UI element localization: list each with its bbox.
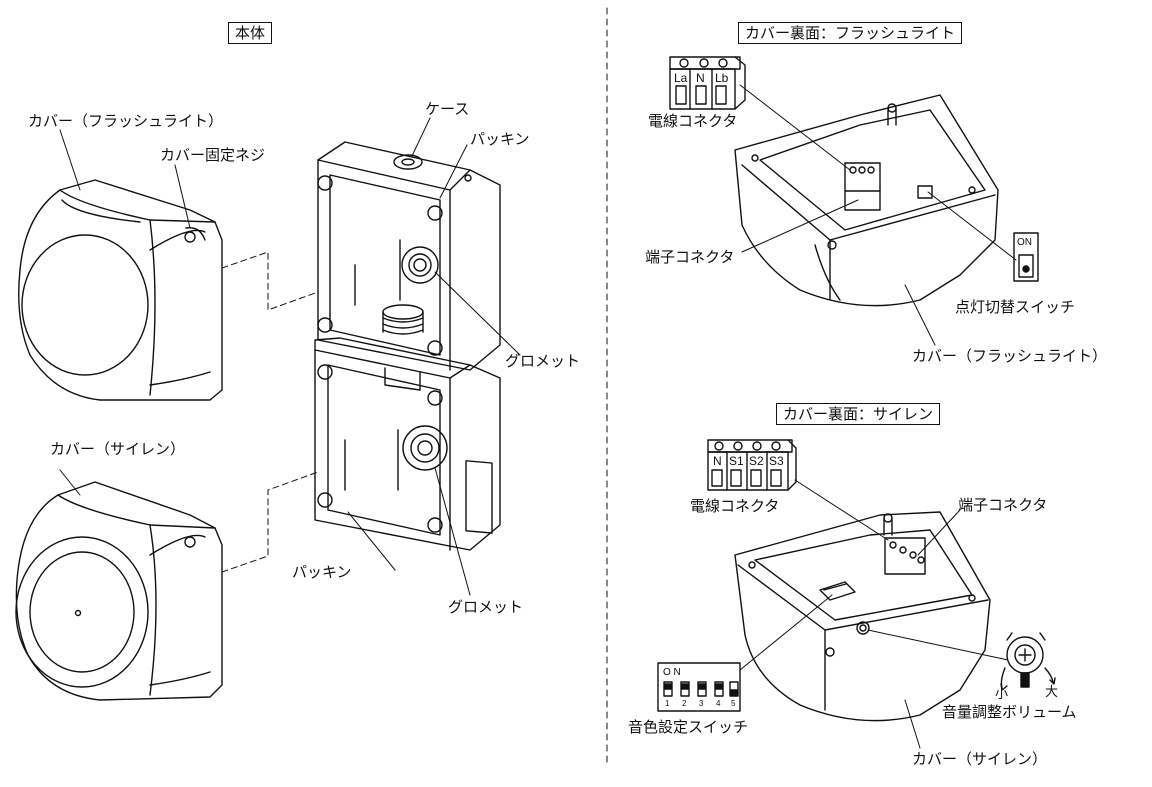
case-top-drawing	[317, 141, 501, 371]
label-volume-large: 大	[1045, 685, 1059, 700]
siren-terminal-s3: S3	[769, 454, 784, 468]
label-volume-small: 小	[995, 687, 1009, 702]
label-grommet-top: グロメット	[505, 352, 581, 370]
flash-on-switch	[1013, 232, 1039, 282]
flash-cover-back-drawing	[734, 94, 999, 307]
label-case: ケース	[425, 100, 470, 118]
label-cover-fix-screw: カバー固定ネジ	[160, 146, 266, 164]
siren-terminal-s2: S2	[749, 454, 764, 468]
siren-cover-drawing	[15, 481, 223, 701]
label-volume: 音量調整ボリューム	[942, 703, 1077, 721]
dip-number-5: 5	[731, 699, 736, 708]
left-leader-lines	[59, 117, 521, 596]
flash-terminal-n: N	[696, 71, 705, 85]
heading-main-body: 本体	[228, 22, 273, 44]
flash-leader-lines	[739, 84, 1017, 346]
siren-leader-lines	[739, 479, 1009, 749]
label-flash-wire-connector: 電線コネクタ	[648, 112, 738, 130]
label-flash-cover: カバー（フラッシュライト）	[912, 347, 1108, 365]
label-tone-switch: 音色設定スイッチ	[628, 718, 749, 736]
label-packing-top: パッキン	[470, 130, 530, 148]
case-bottom-drawing	[314, 337, 501, 551]
flash-wire-connector	[669, 56, 746, 110]
siren-terminal-s1: S1	[729, 454, 744, 468]
label-siren-wire-connector: 電線コネクタ	[690, 497, 780, 515]
siren-wire-connector	[707, 439, 797, 491]
label-packing-bottom: パッキン	[292, 563, 352, 581]
dip-number-2: 2	[682, 699, 687, 708]
siren-terminal-n: N	[713, 454, 722, 468]
label-grommet-bottom: グロメット	[448, 598, 524, 616]
label-cover-siren: カバー（サイレン）	[50, 440, 186, 458]
siren-cover-back-drawing	[734, 511, 991, 722]
heading-cover-back-siren: カバー裏面：サイレン	[776, 403, 941, 425]
label-light-switch: 点灯切替スイッチ	[955, 298, 1076, 316]
dip-on-label: O N	[663, 667, 681, 678]
label-siren-terminal-connector: 端子コネクタ	[958, 496, 1048, 514]
volume-knob-detail	[1000, 632, 1056, 691]
label-cover-flash: カバー（フラッシュライト）	[28, 112, 224, 130]
dip-number-1: 1	[665, 699, 670, 708]
coupling-nut	[382, 304, 424, 391]
flash-cover-drawing	[18, 179, 223, 401]
switch-on-label: ON	[1017, 237, 1032, 248]
dip-switch-detail	[657, 662, 741, 712]
flash-terminal-lb: Lb	[715, 71, 729, 85]
heading-cover-back-flash: カバー裏面：フラッシュライト	[738, 22, 963, 44]
assembly-guides	[221, 251, 319, 573]
dip-number-3: 3	[699, 699, 704, 708]
label-siren-cover: カバー（サイレン）	[912, 750, 1048, 768]
label-flash-terminal-connector: 端子コネクタ	[645, 248, 735, 266]
flash-terminal-la: La	[674, 71, 688, 85]
dip-number-4: 4	[716, 699, 721, 708]
